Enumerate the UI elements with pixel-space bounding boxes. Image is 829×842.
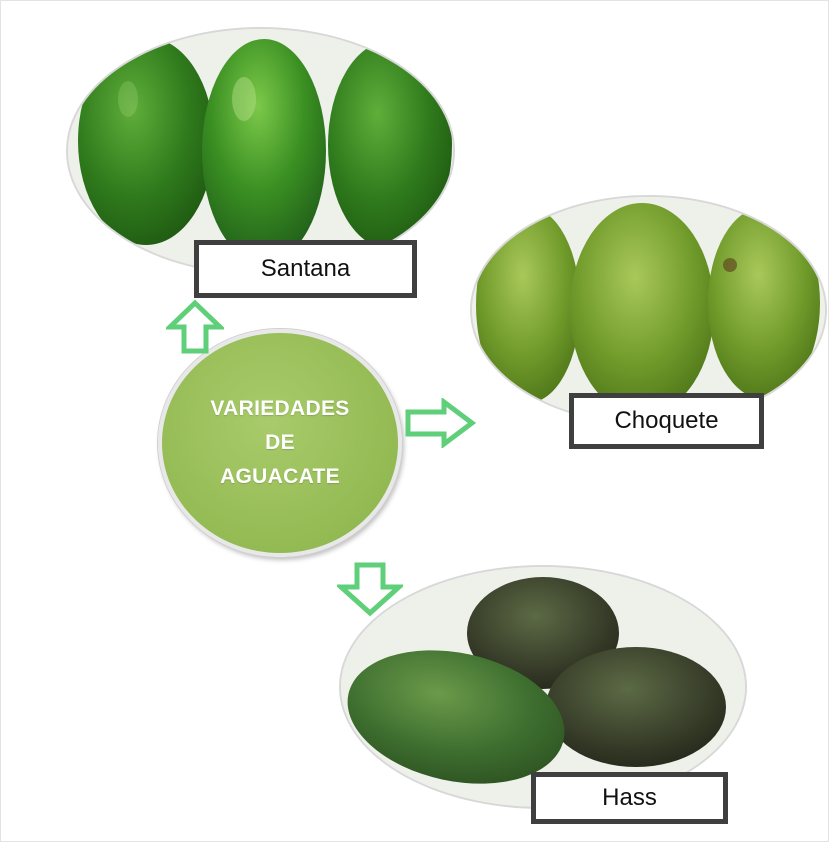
santana-avocado-photo xyxy=(66,27,455,275)
choquete-label: Choquete xyxy=(569,393,764,449)
hass-label: Hass xyxy=(531,772,728,824)
center-title-line-2: DE xyxy=(265,426,295,460)
center-circle: VARIEDADES DE AGUACATE xyxy=(158,329,402,557)
choquete-avocado-photo xyxy=(470,195,827,425)
arrow-down-icon xyxy=(337,561,403,617)
santana-label: Santana xyxy=(194,240,417,298)
arrow-up-icon xyxy=(166,299,224,355)
center-title-line-3: AGUACATE xyxy=(220,460,340,494)
arrow-right-icon xyxy=(404,398,476,448)
center-title-line-1: VARIEDADES xyxy=(210,392,349,426)
